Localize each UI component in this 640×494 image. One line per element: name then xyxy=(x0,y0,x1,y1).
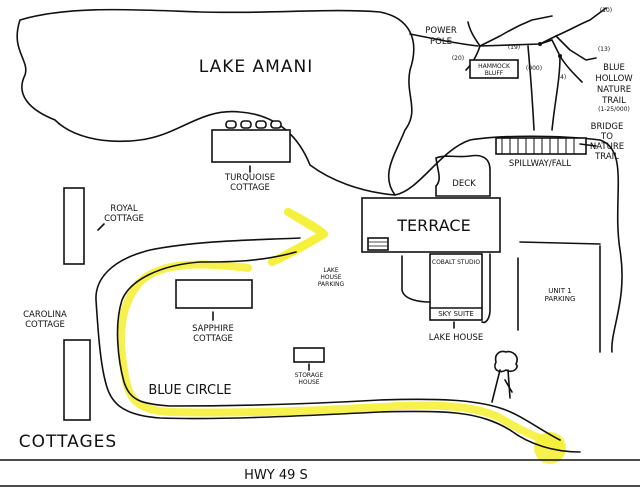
shoreline-right xyxy=(394,135,623,353)
bridge-icon xyxy=(495,137,597,155)
lake-house-parking-label: LAKE xyxy=(323,267,339,274)
lake-house-label: LAKE HOUSE xyxy=(429,333,483,343)
hammock-bluff-label: HAMMOCK xyxy=(478,63,511,70)
hammock-bluff-box[interactable] xyxy=(469,59,519,79)
svg-text:PARKING: PARKING xyxy=(318,281,345,288)
lake-house-building[interactable] xyxy=(429,253,483,321)
svg-text:COTTAGE: COTTAGE xyxy=(104,214,144,224)
svg-text:PARKING: PARKING xyxy=(545,295,576,303)
sapphire-cottage-building[interactable] xyxy=(175,279,253,309)
svg-text:TO: TO xyxy=(600,132,613,142)
blue-circle-road-inner xyxy=(116,251,561,441)
cobalt-studio-label: COBALT STUDIO xyxy=(432,259,480,266)
highway-label: HWY 49 S xyxy=(244,468,308,483)
trail-marker-20: (20) xyxy=(452,55,464,62)
svg-text:TRAIL: TRAIL xyxy=(601,96,626,106)
nature-trail-map xyxy=(409,7,607,131)
svg-text:HOUSE: HOUSE xyxy=(298,379,319,386)
blue-circle-label: BLUE CIRCLE xyxy=(148,383,231,398)
svg-text:TRAIL: TRAIL xyxy=(594,152,619,162)
terrace-label: TERRACE xyxy=(396,216,470,235)
svg-text:COTTAGE: COTTAGE xyxy=(230,183,270,193)
storage-house-building[interactable] xyxy=(293,347,325,363)
svg-text:HOUSE: HOUSE xyxy=(320,274,341,281)
bridge-label: BRIDGE xyxy=(591,122,624,132)
lake-amani-label: LAKE AMANI xyxy=(199,57,313,77)
svg-text:NATURE: NATURE xyxy=(597,85,631,95)
blue-circle-road xyxy=(95,237,581,453)
carolina-cottage-building[interactable] xyxy=(63,339,91,421)
trail-marker-000: (000) xyxy=(526,65,542,72)
svg-text:HOLLOW: HOLLOW xyxy=(595,74,633,84)
turquoise-cottage-building[interactable] xyxy=(211,129,291,163)
turquoise-cottage-windows xyxy=(225,120,282,129)
spillway-label: SPILLWAY/FALL xyxy=(509,159,572,169)
carolina-cottage-label: CAROLINA xyxy=(23,310,67,320)
terrace-stairs-icon xyxy=(367,237,389,251)
deck-structure[interactable] xyxy=(435,154,491,197)
storage-house-label: STORAGE xyxy=(295,372,324,379)
svg-text:POLE: POLE xyxy=(430,37,452,47)
svg-text:(1-25/000): (1-25/000) xyxy=(598,106,630,113)
nature-trail-label: BLUE xyxy=(603,63,625,73)
svg-text:COTTAGE: COTTAGE xyxy=(25,320,65,330)
power-pole-label: POWER xyxy=(425,26,457,36)
deck-label: DECK xyxy=(452,179,476,189)
cottages-label: COTTAGES xyxy=(19,432,117,452)
svg-text:NATURE: NATURE xyxy=(590,142,624,152)
royal-cottage-label: ROYAL xyxy=(110,204,137,214)
route-arrow xyxy=(268,208,328,266)
sky-suite-label: SKY SUITE xyxy=(438,310,474,318)
trail-marker-4: (4) xyxy=(558,74,567,81)
unit-1-parking-label: UNIT 1 xyxy=(548,287,571,295)
svg-text:COTTAGE: COTTAGE xyxy=(193,334,233,344)
trail-marker-13: (13) xyxy=(598,46,610,53)
turquoise-cottage-label: TURQUOISE xyxy=(224,173,275,183)
trail-marker-19: (19) xyxy=(508,44,520,51)
tree-icon xyxy=(491,350,518,403)
svg-text:BLUFF: BLUFF xyxy=(485,70,504,77)
sapphire-cottage-label: SAPPHIRE xyxy=(192,324,234,334)
lake-amani-outline xyxy=(16,8,415,196)
royal-cottage-building[interactable] xyxy=(63,187,85,265)
trail-marker-10: (10) xyxy=(600,7,612,14)
